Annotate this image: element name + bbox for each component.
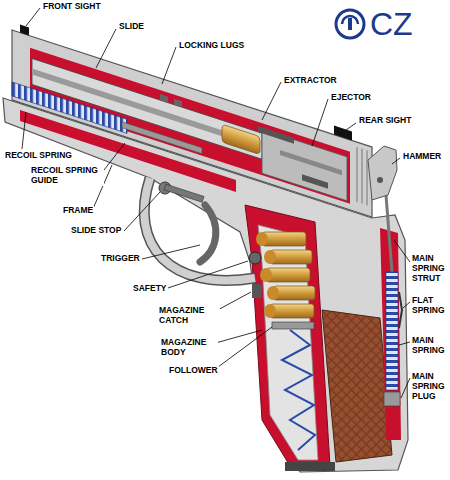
firing-pin <box>280 150 342 175</box>
hammer <box>368 146 397 200</box>
trigger-guard <box>144 178 255 280</box>
part-label: SLIDE <box>118 22 145 32</box>
main-spring <box>386 272 398 390</box>
part-label: MAIN SPRING STRUT <box>411 254 447 283</box>
recoil-spring <box>12 82 127 133</box>
main-spring-strut <box>386 195 392 272</box>
follower <box>272 322 314 329</box>
logo-emblem <box>336 10 364 38</box>
chamber-cartridge <box>222 124 260 154</box>
part-label: LOCKING LUGS <box>178 41 245 51</box>
slide <box>12 21 372 217</box>
part-label: EXTRACTOR <box>283 76 338 86</box>
cartridges <box>256 232 315 318</box>
part-label: REAR SIGHT <box>358 116 412 126</box>
part-label: FRAME <box>62 206 94 216</box>
part-label: TRIGGER <box>100 254 141 264</box>
leader-lines <box>22 8 410 398</box>
front-sight <box>20 25 29 36</box>
part-label: MAGAZINE CATCH <box>158 306 220 326</box>
magazine-spring <box>282 330 315 450</box>
part-label: RECOIL SPRING GUIDE <box>30 166 104 186</box>
extractor <box>258 126 294 144</box>
locking-lugs <box>160 94 168 103</box>
main-spring-plug <box>384 392 400 406</box>
part-label: FLAT SPRING <box>411 296 447 316</box>
part-label: RECOIL SPRING <box>4 151 73 161</box>
part-label: HAMMER <box>402 152 442 162</box>
part-label: MAIN SPRING <box>411 336 447 356</box>
brand-logo: CZ <box>370 8 413 40</box>
flat-spring <box>399 292 402 328</box>
part-label: SAFETY <box>132 284 168 294</box>
magazine-catch <box>252 284 262 298</box>
ejector <box>302 174 328 188</box>
grip-panel <box>322 310 392 462</box>
part-label: FOLLOWER <box>168 366 219 376</box>
magazine-body <box>245 205 330 466</box>
part-label: EJECTOR <box>330 93 372 103</box>
part-label: MAIN SPRING PLUG <box>411 372 447 401</box>
part-label: MAGAZINE BODY <box>160 338 218 358</box>
trigger <box>200 205 216 262</box>
part-label: SLIDE STOP <box>70 226 122 236</box>
recoil-spring-guide <box>122 122 202 154</box>
part-label: FRONT SIGHT <box>42 2 102 12</box>
safety <box>249 252 261 264</box>
